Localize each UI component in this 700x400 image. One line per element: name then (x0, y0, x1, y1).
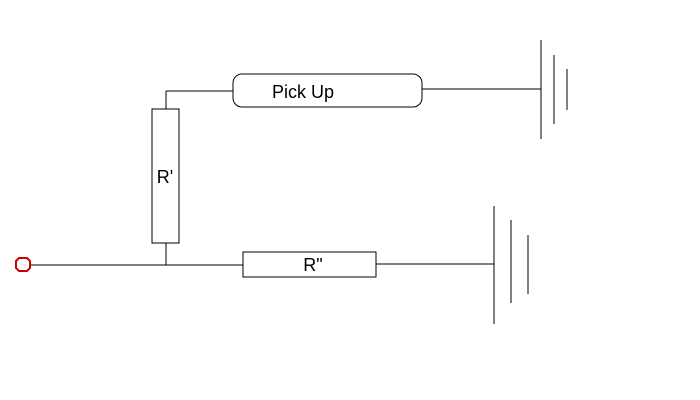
resistor-r-prime-label: R' (157, 167, 173, 187)
input-terminal-icon (15, 257, 31, 272)
ground-icon (493, 206, 529, 324)
resistor-r-prime: R' (151, 108, 180, 244)
pickup-component: Pick Up (232, 73, 423, 108)
resistor-r-double-prime: R" (242, 251, 377, 278)
resistor-r-double-prime-label: R" (303, 255, 322, 275)
ground-icon (540, 40, 568, 139)
pickup-label: Pick Up (272, 82, 334, 102)
